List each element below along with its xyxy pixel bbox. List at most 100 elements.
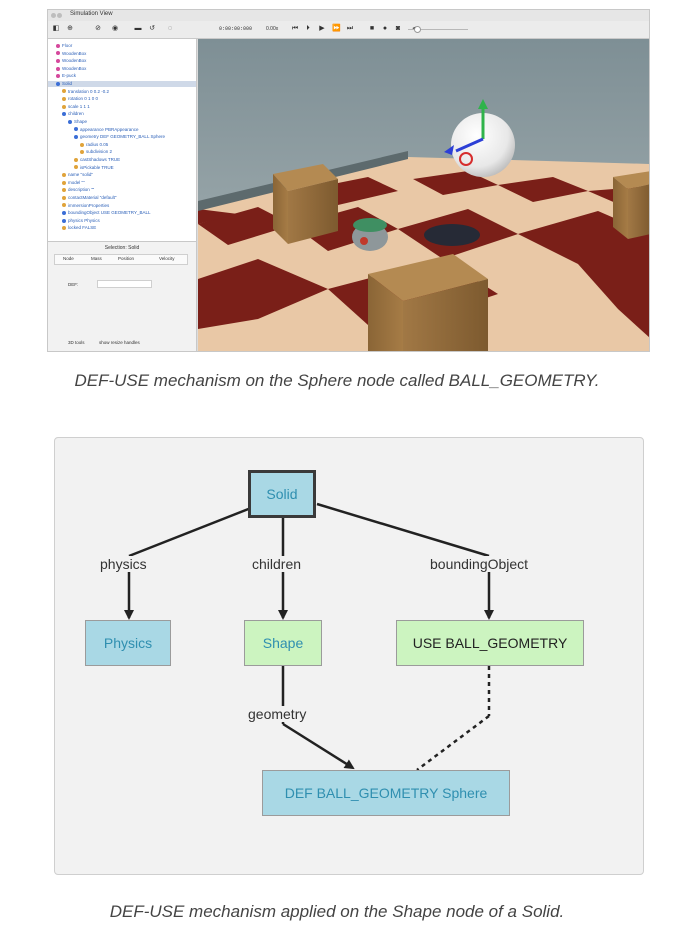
volume-slider-knob[interactable] xyxy=(414,26,421,33)
tree-item[interactable]: immersionProperties xyxy=(62,203,109,209)
label-geometry: geometry xyxy=(246,706,309,722)
tree-item[interactable]: Shape xyxy=(68,119,87,125)
selection-title: Selection: Solid xyxy=(104,245,140,251)
window-minimize-dot[interactable] xyxy=(57,13,62,18)
tree-item[interactable]: radius 0.05 xyxy=(80,142,108,148)
node-icon xyxy=(74,165,78,170)
tree-item[interactable]: locked FALSE xyxy=(62,225,96,231)
record-icon[interactable]: ● xyxy=(382,25,388,32)
step-back-icon[interactable]: ⏮ xyxy=(291,25,299,32)
sound-icon[interactable]: ◂ xyxy=(410,25,418,33)
tree-item[interactable]: children xyxy=(62,111,84,117)
tree-item[interactable]: WoodenBox xyxy=(56,66,86,72)
revert-icon[interactable]: ◌ xyxy=(167,25,173,32)
tree-item[interactable]: contactMaterial "default" xyxy=(62,195,116,201)
caption-screenshot: DEF-USE mechanism on the Sphere node cal… xyxy=(74,371,600,390)
tree-item[interactable]: subdivision 2 xyxy=(80,149,112,155)
reload-icon[interactable]: ↺ xyxy=(149,25,155,32)
resize-handles-checkbox[interactable]: show resize handles xyxy=(99,340,140,345)
fast-icon[interactable]: ⏩ xyxy=(332,25,341,32)
tree-item[interactable]: isPickable TRUE xyxy=(74,165,114,171)
node-icon xyxy=(74,135,78,139)
tree-item[interactable]: model "" xyxy=(62,180,85,186)
def-label: DEF: xyxy=(68,282,79,287)
node-icon xyxy=(62,104,66,109)
tree-item[interactable]: physics Physics xyxy=(62,218,100,224)
floor-tile xyxy=(498,177,588,202)
tree-item-label: WoodenBox xyxy=(62,50,87,56)
tree-item-label: physics Physics xyxy=(68,217,100,223)
edge-physics xyxy=(128,506,252,558)
tree-item-label: name "solid" xyxy=(68,172,93,178)
node-icon xyxy=(62,97,66,101)
floor-tile xyxy=(198,207,293,245)
tab-mass[interactable]: Mass xyxy=(91,256,102,261)
floor-tile xyxy=(198,259,328,329)
node-icon xyxy=(62,203,66,208)
tree-item[interactable]: Solid xyxy=(48,81,196,87)
tree-item[interactable]: WoodenBox xyxy=(56,51,86,57)
stop-record-icon[interactable]: ■ xyxy=(369,25,375,32)
translate-handle-y xyxy=(478,99,488,109)
node-icon xyxy=(62,180,66,185)
tree-item[interactable]: translation 0 0.2 -0.2 xyxy=(62,89,109,95)
camera-icon[interactable]: ◙ xyxy=(395,25,401,32)
edge-geometry xyxy=(282,722,355,770)
tree-item[interactable]: appearance PBRAppearance xyxy=(74,127,139,133)
view-icon[interactable]: ◉ xyxy=(111,25,119,32)
def-field[interactable] xyxy=(97,280,152,288)
wooden-box-right xyxy=(613,171,649,189)
tree-item-label: contactMaterial "default" xyxy=(68,195,117,200)
sphere-ball xyxy=(451,113,515,177)
tree-item-label: radius 0.05 xyxy=(86,141,109,147)
tree-item[interactable]: scale 1 1 1 xyxy=(62,104,90,110)
tree-item-label: E-puck xyxy=(62,73,77,79)
tree-item-label: model "" xyxy=(68,179,85,185)
tree-item-label: rotation 0 1 0 0 xyxy=(68,96,99,102)
window-close-dot[interactable] xyxy=(51,13,56,18)
tree-item[interactable]: geometry DEF GEOMETRY_BALL Sphere xyxy=(74,134,165,140)
node-icon xyxy=(62,188,66,193)
node-icon xyxy=(56,66,60,71)
toggle-tree-icon[interactable]: ◧ xyxy=(52,25,60,32)
tree-item-label: WoodenBox xyxy=(62,65,87,71)
tab-position[interactable]: Position xyxy=(118,256,135,261)
epuck-robot xyxy=(353,218,387,232)
add-node-icon[interactable]: ⊕ xyxy=(67,25,73,32)
translate-handle-z xyxy=(455,137,484,153)
3d-view[interactable] xyxy=(198,39,649,351)
tree-item-label: boundingObject USE GEOMETRY_BALL xyxy=(68,210,151,216)
node-def-ball-geometry-sphere: DEF BALL_GEOMETRY Sphere xyxy=(262,770,510,816)
tree-item[interactable]: WoodenBox xyxy=(56,58,86,64)
tree-item[interactable]: Floor xyxy=(56,43,72,49)
tree-item[interactable]: description "" xyxy=(62,187,94,193)
tree-item[interactable]: boundingObject USE GEOMETRY_BALL xyxy=(62,210,150,216)
epuck-robot xyxy=(360,237,368,245)
edge-bounding xyxy=(316,502,490,558)
play-icon[interactable]: ▶ xyxy=(319,25,325,32)
save-icon[interactable]: ▬ xyxy=(134,25,142,32)
tree-item-label: description "" xyxy=(68,187,95,193)
tree-item[interactable]: name "solid" xyxy=(62,172,93,178)
node-shape: Shape xyxy=(244,620,322,666)
tree-item[interactable]: castShadows TRUE xyxy=(74,157,120,163)
step-icon[interactable]: ⏵ xyxy=(306,25,310,32)
wooden-box-front xyxy=(368,254,488,301)
wooden-box-left xyxy=(273,174,288,244)
node-icon xyxy=(62,112,66,117)
node-icon xyxy=(62,218,66,223)
node-icon xyxy=(62,89,66,94)
tree-item[interactable]: E-puck xyxy=(56,73,76,79)
tab-velocity[interactable]: Velocity xyxy=(159,256,175,261)
selection-panel: Selection: Solid Node Mass Position Velo… xyxy=(48,241,197,351)
tree-item[interactable]: rotation 0 1 0 0 xyxy=(62,96,98,102)
tools-label: 3D tools xyxy=(68,340,85,345)
fastest-icon[interactable]: ⏭ xyxy=(346,25,354,32)
tab-node[interactable]: Node xyxy=(63,256,74,261)
reset-icon[interactable]: ⊘ xyxy=(95,25,101,32)
volume-slider[interactable] xyxy=(408,29,468,30)
node-icon xyxy=(56,43,60,48)
simulation-timer: 0:00:00:000 xyxy=(219,26,253,32)
caption-diagram: DEF-USE mechanism applied on the Shape n… xyxy=(109,902,565,921)
